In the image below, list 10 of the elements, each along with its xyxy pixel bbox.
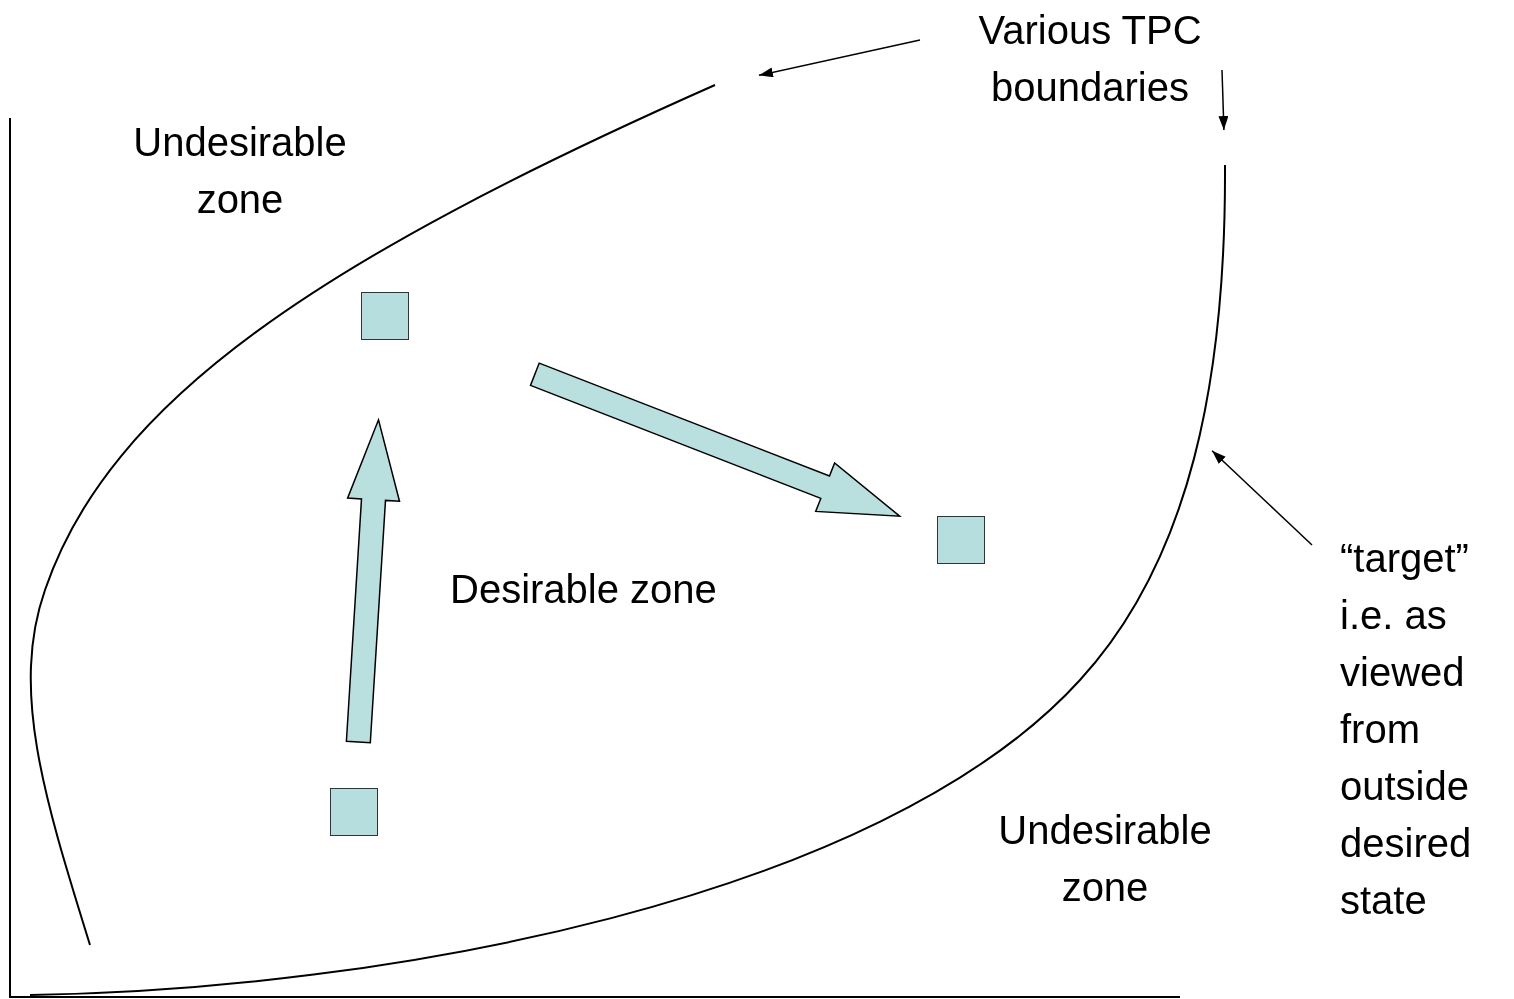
leader-arrow <box>1218 69 1229 131</box>
annotation-text: “target” i.e. as viewed from outside desired state <box>1340 530 1514 929</box>
zone-label: Undesirable zone <box>997 807 1213 911</box>
leader-arrow <box>1211 449 1313 546</box>
block-arrow <box>345 417 401 744</box>
zone-label: Desirable zone <box>450 566 718 613</box>
block-arrow <box>529 362 902 518</box>
zone-label: Undesirable zone <box>132 119 348 223</box>
leader-arrow <box>758 39 921 78</box>
annotation-text: Various TPC boundaries <box>945 2 1235 116</box>
